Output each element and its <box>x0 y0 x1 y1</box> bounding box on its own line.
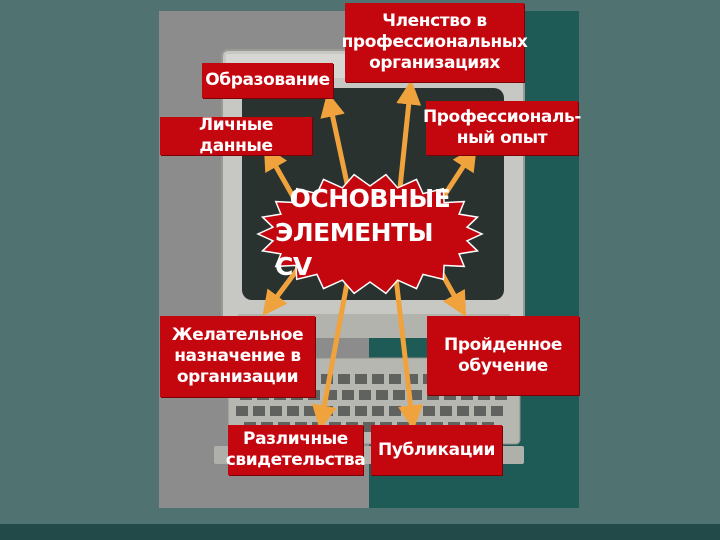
center-starburst <box>256 173 484 295</box>
keyboard-key <box>440 406 452 416</box>
keyboard-key <box>325 390 337 400</box>
box-membership-label: Членство в профессиональных организациях <box>341 11 528 73</box>
box-desired: Желательное назначение в организации <box>160 316 315 397</box>
keyboard-key <box>474 406 486 416</box>
keyboard-key <box>355 406 367 416</box>
keyboard-key <box>410 390 422 400</box>
keyboard-key <box>287 406 299 416</box>
keyboard-key <box>389 406 401 416</box>
center-title-line2: ЭЛЕМЕНТЫ CV <box>275 218 434 281</box>
keyboard-key <box>423 406 435 416</box>
keyboard-key <box>253 406 265 416</box>
keyboard-key <box>495 390 507 400</box>
keyboard-key <box>406 374 418 384</box>
keyboard-key <box>355 374 367 384</box>
keyboard-key <box>363 422 375 432</box>
box-training: Пройденное обучение <box>427 316 579 395</box>
center-title: ОСНОВНЫЕ ЭЛЕМЕНТЫ CV <box>275 184 465 281</box>
keyboard-key <box>389 374 401 384</box>
keyboard-key <box>444 390 456 400</box>
arrow-to-certificates <box>311 275 351 431</box>
keyboard-key <box>338 374 350 384</box>
box-certificates: Различные свидетельства <box>225 425 366 475</box>
box-certificates-label: Различные свидетельства <box>225 429 366 470</box>
keyboard-key <box>359 390 371 400</box>
keyboard-key <box>376 390 388 400</box>
keyboard-key <box>461 390 473 400</box>
keyboard-key <box>304 406 316 416</box>
keyboard-key <box>457 406 469 416</box>
keyboard-key <box>342 390 354 400</box>
arrow-to-desired <box>262 263 303 316</box>
box-publications: Публикации <box>371 425 502 475</box>
arrow-to-experience <box>441 145 477 199</box>
box-education: Образование <box>202 63 333 98</box>
arrow-to-personal <box>263 145 298 203</box>
box-experience: Профессиональ-ный опыт <box>422 101 582 155</box>
box-education-label: Образование <box>205 70 330 90</box>
arrows <box>262 79 477 431</box>
box-experience-label: Профессиональ-ный опыт <box>422 107 582 148</box>
arrow-to-publications <box>393 275 423 431</box>
center-title-line1: ОСНОВНЫЕ <box>289 184 451 213</box>
keyboard-key <box>393 390 405 400</box>
keyboard-key <box>372 374 384 384</box>
box-publications-label: Публикации <box>378 439 495 460</box>
keyboard-key <box>491 406 503 416</box>
box-membership: Членство в профессиональных организациях <box>342 3 528 82</box>
box-desired-label: Желательное назначение в организации <box>171 325 304 387</box>
box-training-label: Пройденное обучение <box>444 334 562 376</box>
box-personal: Личные данные <box>160 115 312 156</box>
arrow-to-education <box>320 91 351 191</box>
keyboard-key <box>372 406 384 416</box>
arrow-to-membership <box>396 79 422 191</box>
keyboard-key <box>478 390 490 400</box>
bottom-bar <box>0 524 720 540</box>
keyboard-key <box>338 406 350 416</box>
keyboard-key <box>270 406 282 416</box>
box-personal-label: Личные данные <box>199 115 273 156</box>
keyboard-key <box>236 406 248 416</box>
keyboard-key <box>427 390 439 400</box>
